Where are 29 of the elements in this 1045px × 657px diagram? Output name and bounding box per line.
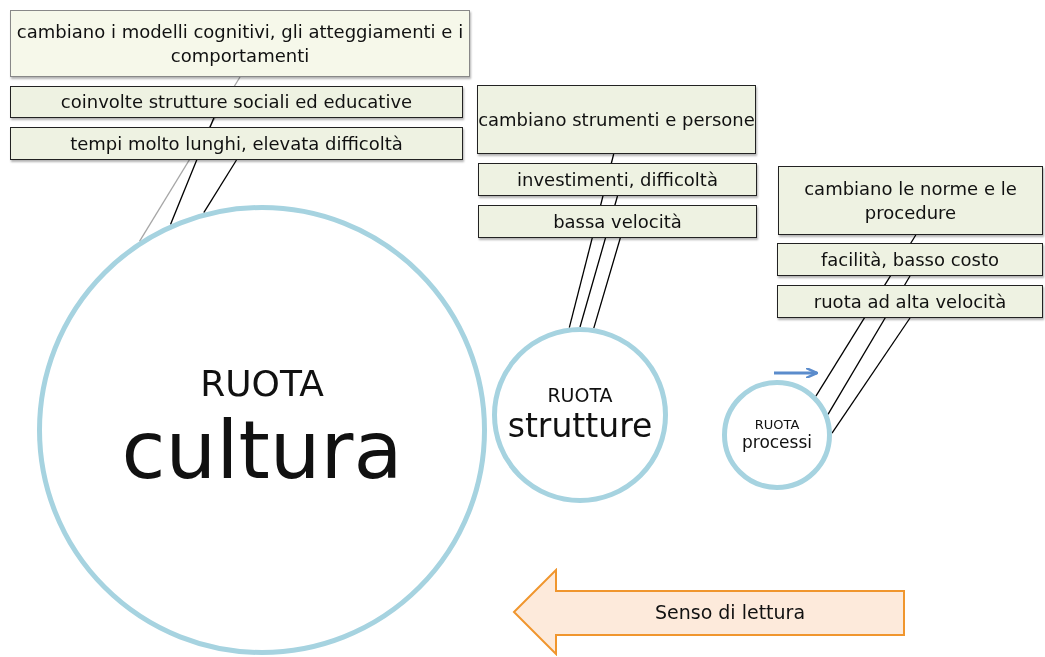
text-box	[778, 166, 1043, 235]
text-box	[777, 285, 1043, 318]
box-text: cambiano i modelli cognitivi, gli atteggiamenti e i comportamenti	[15, 20, 465, 67]
text-box	[10, 86, 463, 118]
wheel-name: strutture	[507, 406, 653, 445]
box-text: tempi molto lunghi, elevata difficoltà	[70, 131, 403, 156]
box-text: bassa velocità	[553, 209, 682, 234]
box-text: investimenti, difficoltà	[517, 167, 718, 192]
box-text: ruota ad alta velocità	[813, 289, 1007, 314]
block-arrow	[512, 568, 906, 656]
wheel-label: RUOTA	[547, 385, 613, 407]
leader-line	[593, 237, 621, 329]
arrow-text: Senso di lettura	[653, 601, 807, 623]
box-text: facilità, basso costo	[820, 247, 1000, 272]
wheel-name: cultura	[121, 404, 403, 497]
leader-line	[203, 159, 238, 214]
box-text: cambiano le norme e le procedure	[803, 177, 1018, 224]
box-text: coinvolte strutture sociali ed educative	[60, 90, 413, 114]
text-box	[478, 163, 757, 196]
text-box	[10, 127, 463, 160]
text-box	[777, 243, 1043, 276]
text-box	[10, 10, 470, 77]
text-box	[478, 205, 757, 238]
wheel-name: processi	[741, 432, 813, 453]
box-text: cambiano strumenti e persone	[478, 107, 755, 132]
text-box	[477, 85, 756, 154]
wheel-label: RUOTA	[754, 417, 800, 433]
leader-line	[831, 317, 911, 434]
wheel-label: RUOTA	[200, 363, 324, 405]
